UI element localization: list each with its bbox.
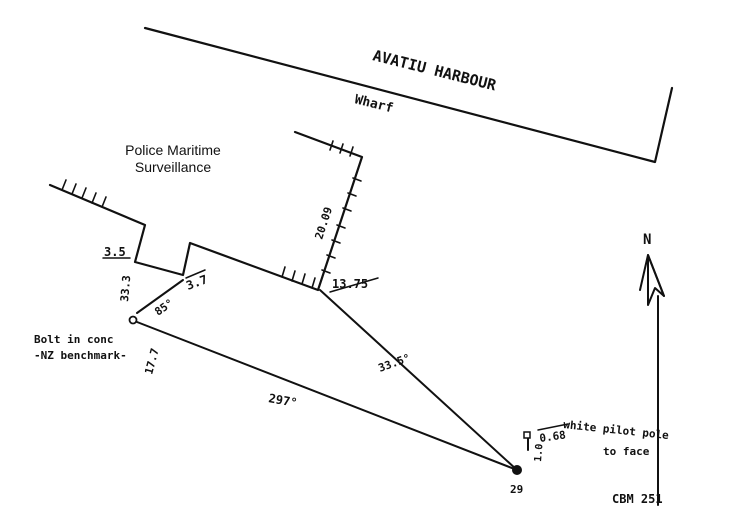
bolt-point-icon: [128, 315, 138, 325]
wharf-label: Wharf: [353, 92, 395, 116]
dimension-marks: [102, 257, 569, 431]
measure-east-wall: 20.09: [312, 205, 335, 241]
measure-pole-small: 1.0: [533, 443, 546, 462]
harbour-label: AVATIU HARBOUR: [371, 46, 499, 94]
building-hatching: [61, 140, 362, 289]
building-label-line2: Surveillance: [135, 159, 211, 175]
station-number: 29: [510, 483, 523, 496]
line-bolt-to-station: [136, 321, 518, 471]
line-corner-to-station: [319, 289, 518, 471]
survey-lines: [136, 279, 529, 471]
station-point-icon: [512, 465, 522, 475]
benchmark-label-line1: Bolt in conc: [34, 333, 113, 346]
measure-long-line: 297°: [267, 391, 298, 410]
measure-bolt-dist: 33.3: [118, 275, 133, 303]
pilot-pole-icon: [523, 431, 531, 439]
measure-bolt-angle: 17.7: [142, 347, 161, 376]
measure-pole-distance: 0.68: [539, 428, 567, 445]
pilot-pole-label-line1: white pilot pole: [563, 418, 670, 442]
measure-left-corner: 3.5: [104, 245, 126, 259]
measure-line-to-station: 33.5°: [377, 351, 413, 375]
pilot-pole-label-line2: to face: [603, 445, 650, 458]
line-bolt-to-offset: [136, 279, 184, 314]
benchmark-label-line2: -NZ benchmark-: [34, 349, 127, 362]
measure-left-offset: 3.7: [184, 272, 209, 293]
north-label: N: [643, 232, 651, 248]
measure-right-corner: 13.75: [332, 277, 368, 291]
building-label-line1: Police Maritime: [125, 142, 221, 158]
station-label: CBM 251: [612, 492, 663, 506]
north-arrow: N: [639, 232, 665, 506]
wharf-edge: [143, 26, 674, 164]
